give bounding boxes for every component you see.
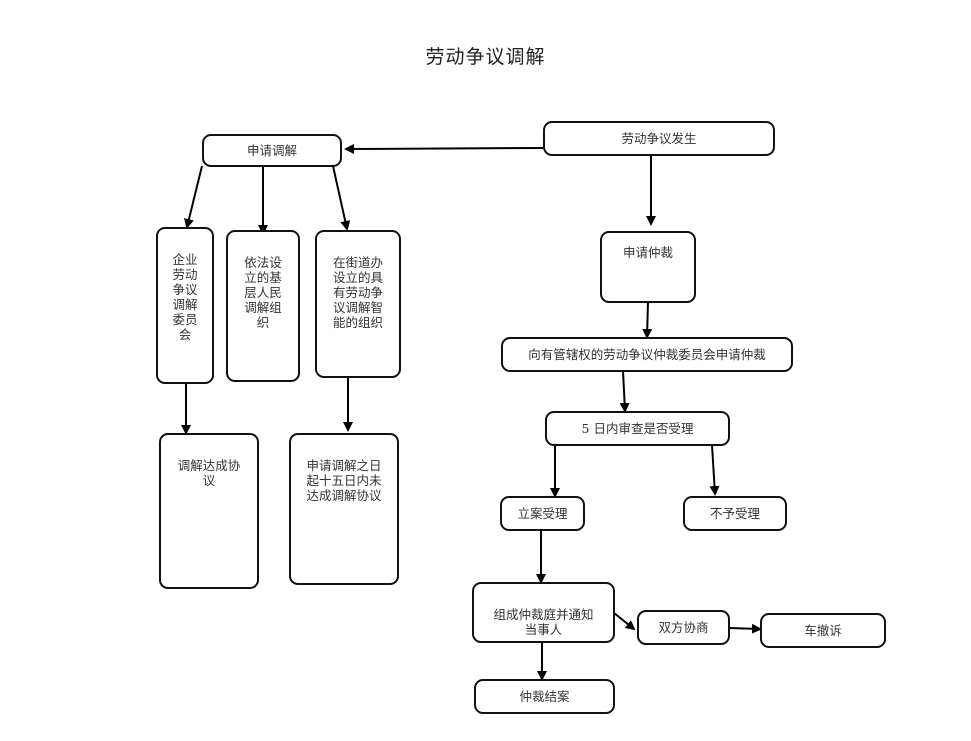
arrow-mediation-to-enterprise — [184, 165, 203, 229]
node-label: 不予受理 — [709, 506, 760, 521]
node-apply-committee: 向有管辖权的劳动争议仲裁委员会申请仲裁 — [501, 337, 793, 372]
node-rejected: 不予受理 — [683, 496, 787, 531]
diagram-title: 劳动争议调解 — [425, 46, 546, 68]
node-label: 申请调解 — [246, 143, 297, 158]
node-label: 申请调解之日 起十五日内未 达成调解协议 — [306, 458, 382, 503]
node-label: 仲裁结案 — [519, 689, 570, 704]
node-closed: 仲裁结案 — [474, 679, 615, 714]
arrow-review-to-rejected — [709, 444, 720, 496]
arrow-committee-to-review — [619, 370, 630, 413]
node-negotiation: 双方协商 — [637, 610, 730, 645]
node-apply-mediation: 申请调解 — [202, 134, 342, 167]
node-label: 申请仲裁 — [622, 245, 673, 260]
node-form-tribunal: 组成仲裁庭并通知 当事人 — [472, 582, 615, 643]
node-review-5days: 5 日内审查是否受理 — [545, 411, 730, 446]
arrow-dispute-to-mediation — [344, 143, 544, 154]
node-label: 立案受理 — [517, 506, 568, 521]
node-label: 企业 劳动 争议 调解 委员 会 — [172, 252, 198, 342]
node-grassroots-org: 依法设 立的基 层人民 调解组 织 — [226, 230, 300, 382]
node-enterprise-committee: 企业 劳动 争议 调解 委员 会 — [156, 227, 214, 384]
node-label: 组成仲裁庭并通知 当事人 — [493, 607, 594, 637]
arrow-negotiation-to-withdraw — [728, 623, 762, 634]
node-no-agreement: 申请调解之日 起十五日内未 达成调解协议 — [289, 433, 399, 585]
node-label: 车撤诉 — [804, 623, 842, 638]
node-agreement-reached: 调解达成协 议 — [159, 433, 259, 589]
node-accepted: 立案受理 — [500, 496, 585, 531]
node-apply-arbitration: 申请仲裁 — [600, 231, 696, 303]
node-label: 双方协商 — [658, 620, 709, 635]
node-label: 在街道办 设立的具 有劳动争 议调解智 能的组织 — [332, 255, 383, 330]
arrow-tribunal-to-negotiation — [613, 612, 636, 631]
node-withdraw: 车撤诉 — [760, 613, 886, 648]
arrow-mediation-to-street — [332, 165, 351, 231]
node-street-org: 在街道办 设立的具 有劳动争 议调解智 能的组织 — [315, 230, 401, 378]
node-label: 调解达成协 议 — [177, 458, 241, 488]
node-dispute: 劳动争议发生 — [543, 121, 775, 156]
node-label: 依法设 立的基 层人民 调解组 织 — [244, 255, 282, 330]
node-label: 5 日内审查是否受理 — [581, 421, 694, 436]
node-label: 向有管辖权的劳动争议仲裁委员会申请仲裁 — [528, 347, 766, 362]
arrow-arbitration-to-committee — [642, 301, 653, 339]
node-label: 劳动争议发生 — [621, 131, 697, 146]
